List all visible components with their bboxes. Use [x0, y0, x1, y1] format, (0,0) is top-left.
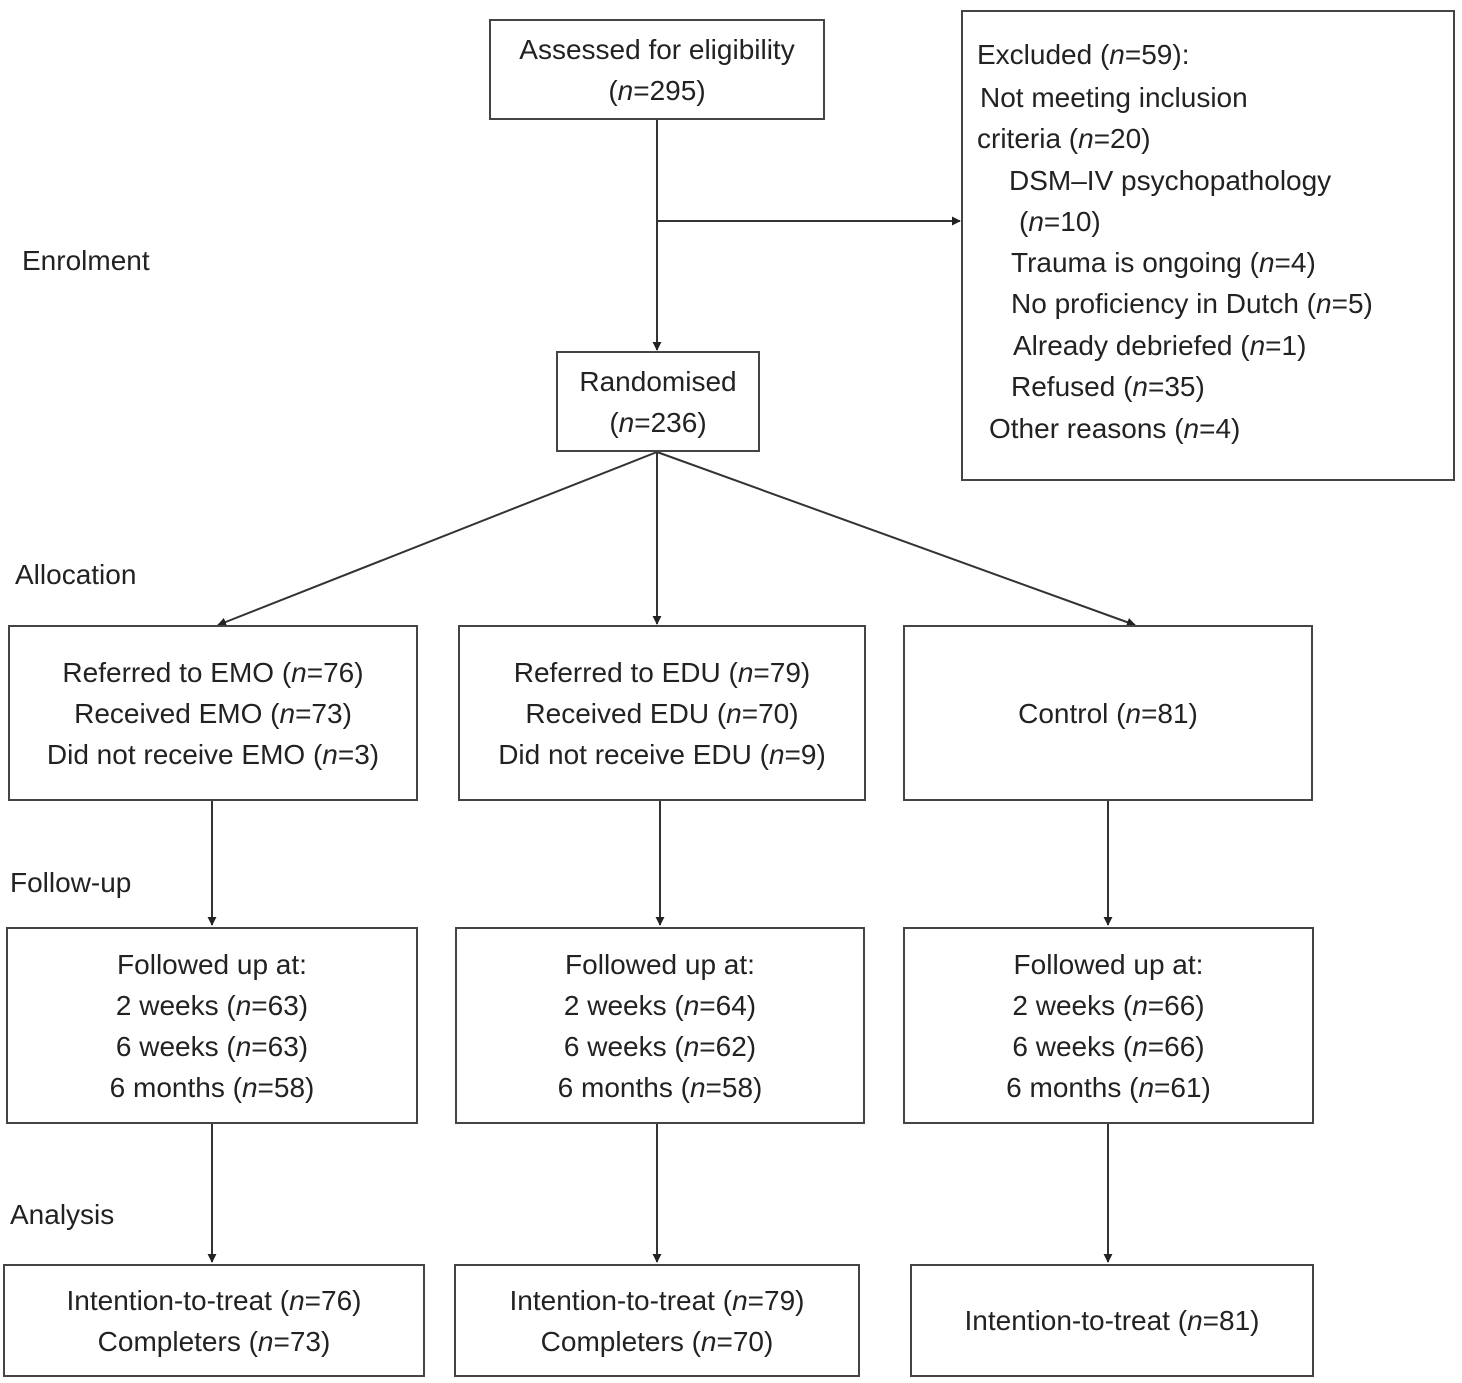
emo-follow-6w: 6 weeks (n=63) [115, 1030, 309, 1062]
edu-follow-title: Followed up at: [565, 948, 755, 980]
control-follow-6w: 6 weeks (n=66) [1012, 1030, 1205, 1062]
edu-follow-6w: 6 weeks (n=62) [563, 1030, 757, 1062]
excluded-box: Excluded (n=59): Not meeting inclusion c… [961, 10, 1455, 481]
excluded-dsm: DSM–IV psychopathology [1009, 165, 1332, 196]
control-count: Control (n=81) [1018, 697, 1198, 729]
randomised-label: Randomised [579, 365, 737, 397]
edu-not-received: Did not receive EDU (n=9) [498, 738, 826, 770]
stage-allocation: Allocation [15, 559, 137, 590]
emo-analysis-box: Intention-to-treat (n=76) Completers (n=… [3, 1264, 425, 1377]
emo-not-received: Did not receive EMO (n=3) [46, 738, 380, 770]
randomised-box: Randomised (n=236) [556, 351, 760, 452]
edu-follow-2w: 2 weeks (n=64) [563, 989, 757, 1021]
stage-follow-up: Follow-up [10, 867, 132, 898]
emo-itt: Intention-to-treat (n=76) [66, 1284, 362, 1316]
control-allocation-box: Control (n=81) [903, 625, 1313, 801]
excluded-dutch: No proficiency in Dutch (n=5) [1011, 288, 1373, 319]
emo-received: Received EMO (n=73) [74, 697, 352, 729]
randomised-count: (n=236) [609, 406, 707, 438]
emo-completers: Completers (n=73) [97, 1325, 331, 1357]
arrow-to-emo [217, 451, 658, 627]
edu-follow-up-box: Followed up at: 2 weeks (n=64) 6 weeks (… [455, 927, 865, 1124]
control-follow-up-box: Followed up at: 2 weeks (n=66) 6 weeks (… [903, 927, 1314, 1124]
excluded-not-meeting: Not meeting inclusion [980, 82, 1248, 113]
edu-allocation-box: Referred to EDU (n=79) Received EDU (n=7… [458, 625, 866, 801]
excluded-refused: Refused (n=35) [1011, 371, 1205, 402]
control-itt: Intention-to-treat (n=81) [964, 1305, 1260, 1336]
edu-follow-6m: 6 months (n=58) [557, 1071, 763, 1103]
arrow-to-control [656, 451, 1136, 627]
excluded-total: Excluded (n=59): [977, 39, 1190, 70]
assessed-box: Assessed for eligibility (n=295) [489, 19, 825, 120]
excluded-criteria: criteria (n=20) [977, 123, 1151, 154]
emo-follow-6m: 6 months (n=58) [109, 1071, 315, 1103]
emo-allocation-box: Referred to EMO (n=76) Received EMO (n=7… [8, 625, 418, 801]
excluded-debriefed: Already debriefed (n=1) [1013, 330, 1307, 361]
assessed-label: Assessed for eligibility [519, 33, 795, 65]
excluded-trauma: Trauma is ongoing (n=4) [1011, 247, 1316, 278]
emo-follow-up-box: Followed up at: 2 weeks (n=63) 6 weeks (… [6, 927, 418, 1124]
assessed-count: (n=295) [608, 74, 706, 106]
control-follow-2w: 2 weeks (n=66) [1012, 989, 1205, 1021]
stage-analysis: Analysis [10, 1199, 115, 1230]
edu-received: Received EDU (n=70) [525, 697, 799, 729]
excluded-other: Other reasons (n=4) [989, 413, 1241, 444]
stage-enrolment: Enrolment [22, 245, 150, 276]
excluded-dsm-count: (n=10) [1019, 206, 1101, 237]
emo-follow-2w: 2 weeks (n=63) [115, 989, 309, 1021]
control-follow-6m: 6 months (n=61) [1006, 1071, 1211, 1103]
edu-analysis-box: Intention-to-treat (n=79) Completers (n=… [454, 1264, 860, 1377]
emo-follow-title: Followed up at: [117, 948, 307, 980]
control-analysis-box: Intention-to-treat (n=81) [910, 1264, 1314, 1377]
emo-referred: Referred to EMO (n=76) [62, 656, 364, 688]
edu-referred: Referred to EDU (n=79) [513, 656, 811, 688]
control-follow-title: Followed up at: [1013, 948, 1204, 980]
edu-completers: Completers (n=70) [540, 1325, 774, 1357]
edu-itt: Intention-to-treat (n=79) [509, 1284, 805, 1316]
